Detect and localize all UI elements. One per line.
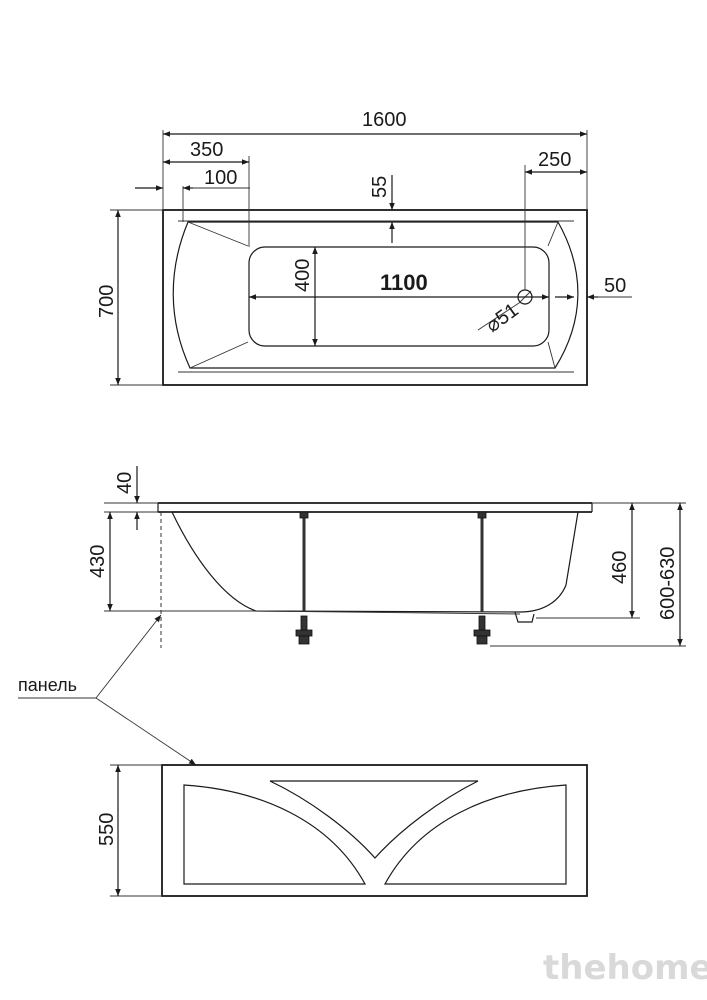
watermark-logo: thehome: [543, 948, 707, 988]
panel-window-right: [383, 784, 567, 885]
dim-offset-left: 350: [190, 139, 223, 161]
dim-drain-offset: 250: [538, 149, 571, 171]
dim-leg-height: 460: [609, 551, 631, 584]
support-leg-left: [295, 511, 313, 645]
side-view: 40 430 460 600-630: [87, 466, 686, 648]
panel-view: 550: [96, 764, 588, 897]
panel-window-left: [183, 784, 367, 885]
dim-depth: 430: [87, 545, 109, 578]
dim-width: 700: [96, 285, 118, 318]
support-leg-right: [473, 511, 491, 645]
panel-label: панель: [18, 675, 77, 695]
dim-panel-height: 550: [96, 813, 118, 846]
panel-window-center: [269, 780, 479, 859]
dim-rim-height: 40: [114, 472, 136, 494]
dim-rim-top: 55: [369, 176, 391, 198]
top-view: 1600 350 100 250 55 700 400 1100 ⌀51: [96, 109, 632, 386]
dim-offset-small: 100: [204, 167, 237, 189]
panel-outline: [161, 764, 588, 897]
dim-rim-right: 50: [604, 275, 626, 297]
dim-total-height: 600-630: [657, 547, 679, 620]
dim-bowl-length: 1100: [380, 270, 428, 295]
tub-body-side: [171, 511, 579, 613]
dim-bowl-width: 400: [292, 259, 314, 292]
dim-length: 1600: [362, 109, 407, 131]
panel-callout: панель: [18, 614, 197, 766]
